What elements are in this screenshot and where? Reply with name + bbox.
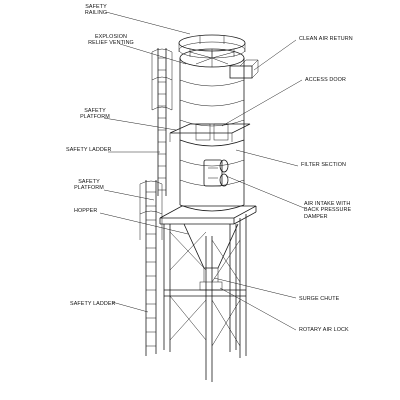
- label-safety-platform-upper: SAFETY PLATFORM: [80, 108, 110, 121]
- leader-lines: [99, 11, 305, 331]
- filter-section-shape: [179, 140, 245, 212]
- label-rotary-air-lock: ROTARY AIR LOCK: [299, 327, 349, 333]
- roof-shape: [179, 48, 245, 68]
- label-explosion-relief-venting: EXPLOSION RELIEF VENTING: [88, 34, 134, 47]
- upper-ladder: [151, 48, 173, 196]
- label-surge-chute: SURGE CHUTE: [299, 296, 340, 302]
- support-structure: [163, 214, 247, 382]
- upper-cylinder: [179, 58, 245, 147]
- label-access-door: ACCESS DOOR: [305, 77, 346, 83]
- label-clean-air-return: CLEAN AIR RETURN: [299, 36, 353, 42]
- access-door-shape: [169, 123, 251, 142]
- label-safety-ladder-upper: SAFETY LADDER: [66, 147, 112, 153]
- label-filter-section: FILTER SECTION: [301, 162, 347, 168]
- clean-air-return-duct: [229, 59, 259, 79]
- label-air-intake: AIR INTAKE WITH BACK PRESSURE DAMPER: [304, 201, 352, 220]
- label-safety-platform-lower: SAFETY PLATFORM: [74, 179, 104, 192]
- label-hopper: HOPPER: [74, 208, 98, 214]
- hopper-platform: [159, 205, 257, 225]
- lower-ladder: [139, 180, 163, 356]
- label-safety-railing: SAFETY RAILING: [84, 4, 108, 17]
- air-intake-shape: [203, 159, 229, 187]
- label-safety-ladder-lower: SAFETY LADDER: [70, 301, 116, 307]
